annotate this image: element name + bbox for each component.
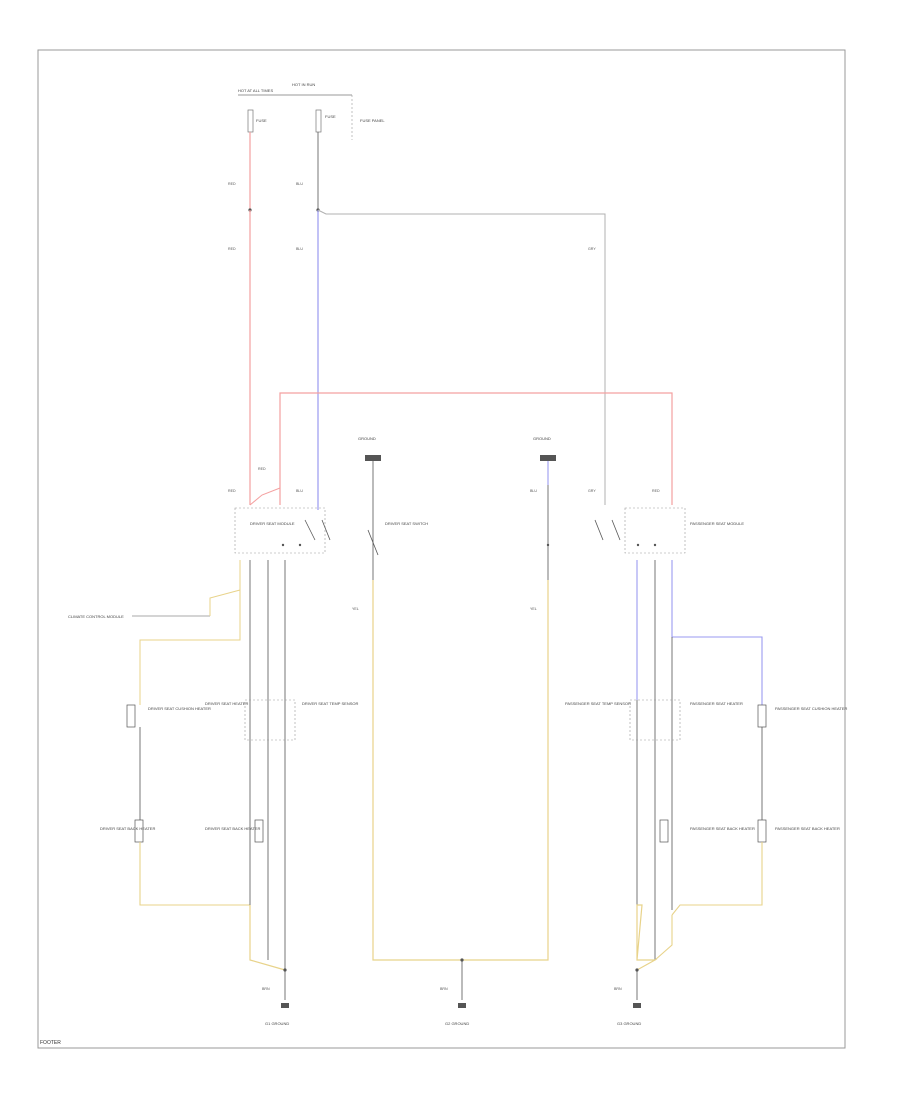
ground-center-label-1: GROUND	[358, 436, 376, 441]
driver-side-wiring: CLIMATE CONTROL MODULE DRIVER SEAT CUSHI…	[68, 560, 358, 1026]
driver-cushion-label: DRIVER SEAT CUSHION HEATER	[148, 706, 211, 711]
driver-seat-module: DRIVER SEAT MODULE	[234, 507, 331, 554]
wire-label-brown-1: BRN	[440, 987, 448, 991]
ground-center-label-2: GROUND	[533, 436, 551, 441]
passenger-cushion-label: PASSENGER SEAT CUSHION HEATER	[775, 706, 847, 711]
passenger-sensor-label: PASSENGER SEAT TEMP SENSOR	[565, 701, 631, 706]
fuse-center-icon	[315, 109, 322, 133]
red-wire-left: RED RED RED	[228, 132, 252, 505]
passenger-seat-module: PASSENGER SEAT MODULE	[594, 507, 744, 554]
ground-right-icon	[633, 1003, 641, 1008]
passenger-side-wiring: PASSENGER SEAT TEMP SENSOR PASSENGER SEA…	[565, 560, 847, 1026]
top-power-source: HOT AT ALL TIMES HOT IN RUN FUSE FUSE FU…	[238, 82, 385, 140]
ground-mid-label: G2 GROUND	[445, 1021, 469, 1026]
top-left-source-label: HOT AT ALL TIMES	[238, 88, 273, 93]
wire-label-red-2: RED	[228, 247, 236, 251]
wire-label-gray-2: GRY	[588, 489, 596, 493]
driver-seat-switch: GROUND DRIVER SEAT SWITCH YEL	[352, 436, 428, 611]
wire-label-yellow-2: YEL	[530, 607, 537, 611]
passenger-back-label: PASSENGER SEAT BACK HEATER	[775, 826, 840, 831]
wire-label-blue-3: BLU	[296, 489, 303, 493]
driver-seat-module-label: DRIVER SEAT MODULE	[250, 521, 295, 526]
driver-back-label: DRIVER SEAT BACK HEATER	[100, 826, 155, 831]
ground-right-label: G3 GROUND	[617, 1021, 641, 1026]
driver-back-heater-label: DRIVER SEAT BACK HEATER	[205, 826, 260, 831]
wire-label-blue-2: BLU	[296, 247, 303, 251]
wire-label-red-4: RED	[258, 467, 266, 471]
passenger-seat-switch: GROUND BLU YEL	[530, 436, 556, 611]
wire-label-red-1: RED	[228, 182, 236, 186]
passenger-seat-module-label: PASSENGER SEAT MODULE	[690, 521, 744, 526]
fuse-left-label: FUSE	[256, 118, 267, 123]
ground-mid-icon	[458, 1003, 466, 1008]
passenger-heater-label: PASSENGER SEAT HEATER	[690, 701, 743, 706]
gray-wire-top: GRY GRY	[317, 209, 606, 505]
footer-tag: FOOTER	[40, 1040, 61, 1046]
driver-sensor-label: DRIVER SEAT TEMP SENSOR	[302, 701, 358, 706]
passenger-back-heater-label: PASSENGER SEAT BACK HEATER	[690, 826, 755, 831]
ground-left-label: G1 GROUND	[265, 1021, 289, 1026]
driver-switch-label: DRIVER SEAT SWITCH	[385, 521, 428, 526]
wire-label-brown-2: BRN	[262, 987, 270, 991]
wire-label-red-3: RED	[228, 489, 236, 493]
diagram-frame	[37, 49, 846, 1049]
fuse-center-label: FUSE	[325, 114, 336, 119]
blue-wire-center: BLU BLU BLU	[296, 132, 320, 510]
top-center-source-label: HOT IN RUN	[292, 82, 315, 87]
wire-label-gray-1: GRY	[588, 247, 596, 251]
wire-label-red-5: RED	[652, 489, 660, 493]
driver-heater-label: DRIVER SEAT HEATER	[205, 701, 248, 706]
fuse-note-label: FUSE PANEL	[360, 118, 385, 123]
wire-label-yellow-1: YEL	[352, 607, 359, 611]
wire-label-brown-3: BRN	[614, 987, 622, 991]
wire-label-blue-4: BLU	[530, 489, 537, 493]
fuse-left-icon	[247, 109, 254, 133]
wire-label-blue-1: BLU	[296, 182, 303, 186]
yellow-wire-center-loop: G2 GROUND BRN	[372, 580, 549, 1026]
red-wire-crossover: RED RED	[249, 392, 673, 506]
climate-control-label: CLIMATE CONTROL MODULE	[68, 614, 124, 619]
ground-left-icon	[281, 1003, 289, 1008]
